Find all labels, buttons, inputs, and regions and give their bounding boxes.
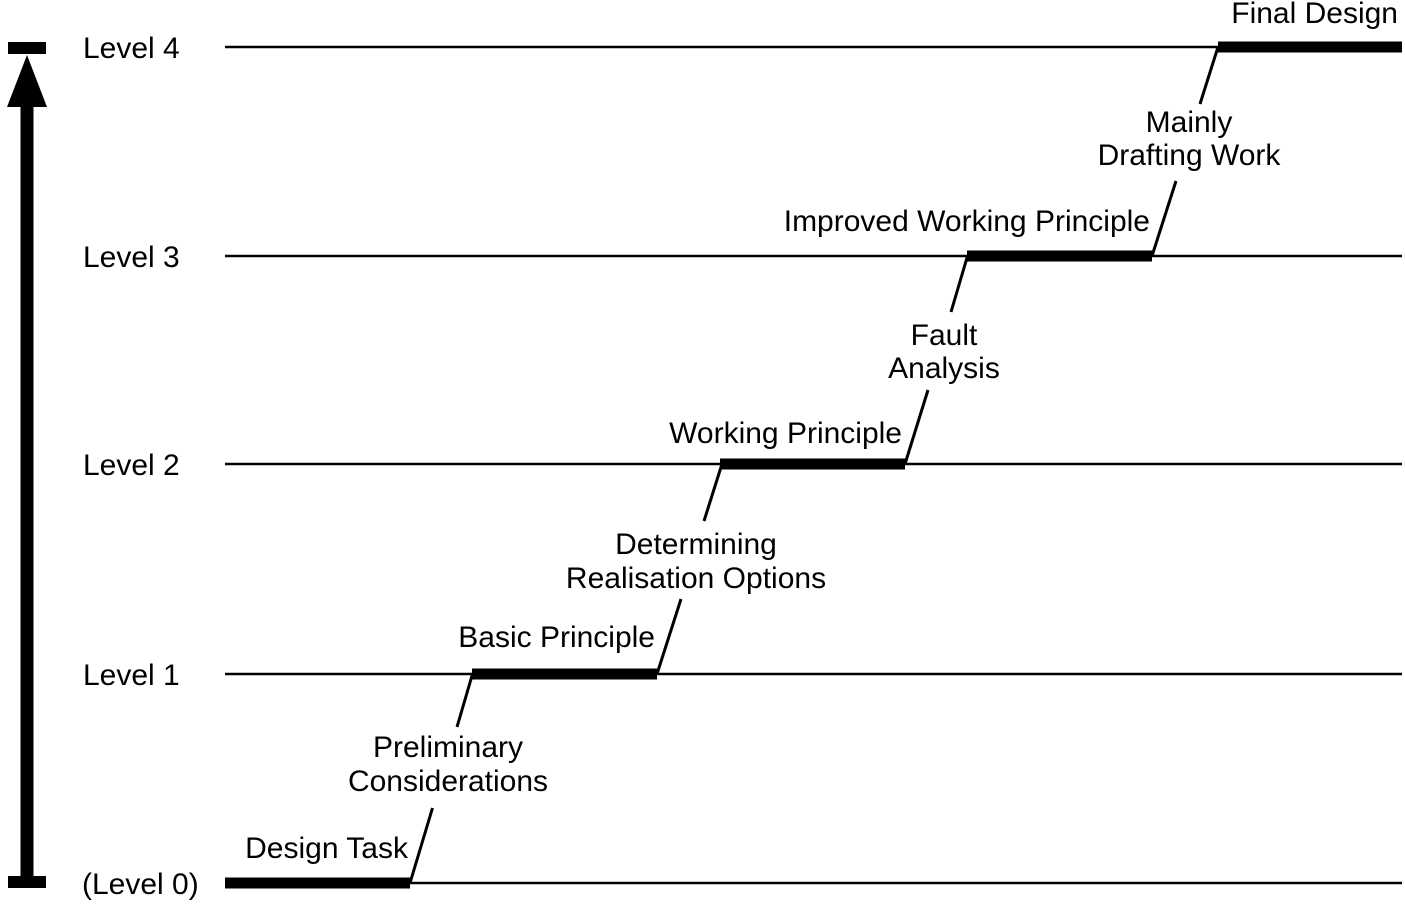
level-3-bar <box>967 250 1152 262</box>
transition-0-1-upper-connector <box>455 673 474 728</box>
transition-2-3-label-line1: Fault <box>911 319 978 352</box>
level-4-bar <box>1218 41 1402 53</box>
transition-1-2-upper-connector <box>702 463 724 522</box>
level-1-label: Level 1 <box>83 659 180 692</box>
transition-0-1-label-line2: Considerations <box>348 765 548 798</box>
level-3-stage-label: Improved Working Principle <box>784 205 1150 238</box>
level-row-4: Level 4 Final Design <box>83 0 1402 65</box>
arrow-top-cap <box>8 42 46 54</box>
transition-2-3: Fault Analysis <box>888 255 1000 465</box>
transition-2-3-lower-connector <box>903 389 930 465</box>
transition-3-4: Mainly Drafting Work <box>1098 46 1282 257</box>
level-2-bar <box>720 458 905 470</box>
arrow-bottom-cap <box>8 876 46 888</box>
level-axis-up-arrow-icon <box>7 42 47 888</box>
transition-3-4-label-line1: Mainly <box>1146 106 1233 139</box>
transition-0-1-label-line1: Preliminary <box>373 731 523 764</box>
level-1-bar <box>472 668 657 680</box>
arrow-shaft <box>20 100 34 878</box>
level-4-label: Level 4 <box>83 32 180 65</box>
level-2-label: Level 2 <box>83 449 180 482</box>
transition-1-2-label-line2: Realisation Options <box>566 562 826 595</box>
transition-3-4-lower-connector <box>1150 180 1178 257</box>
level-4-stage-label: Final Design <box>1231 0 1398 30</box>
transition-2-3-label-line2: Analysis <box>888 352 1000 385</box>
transition-2-3-upper-connector <box>949 255 969 313</box>
transition-3-4-upper-connector <box>1198 46 1220 105</box>
transition-1-2-label-line1: Determining <box>615 528 777 561</box>
level-row-0: (Level 0) Design Task <box>82 832 1402 901</box>
level-row-2: Level 2 Working Principle <box>83 417 1402 482</box>
transition-0-1: Preliminary Considerations <box>348 673 548 884</box>
level-0-stage-label: Design Task <box>245 832 409 865</box>
level-2-stage-label: Working Principle <box>669 417 902 450</box>
level-0-label: (Level 0) <box>82 868 199 901</box>
level-row-3: Level 3 Improved Working Principle <box>83 205 1402 274</box>
transition-3-4-label-line2: Drafting Work <box>1098 139 1282 172</box>
level-3-label: Level 3 <box>83 241 180 274</box>
level-row-1: Level 1 Basic Principle <box>83 621 1402 692</box>
level-0-bar <box>225 877 410 889</box>
transition-1-2: Determining Realisation Options <box>566 463 826 675</box>
arrow-head <box>7 55 47 107</box>
transition-0-1-lower-connector <box>408 807 434 884</box>
level-1-stage-label: Basic Principle <box>458 621 655 654</box>
transition-1-2-lower-connector <box>655 598 683 675</box>
